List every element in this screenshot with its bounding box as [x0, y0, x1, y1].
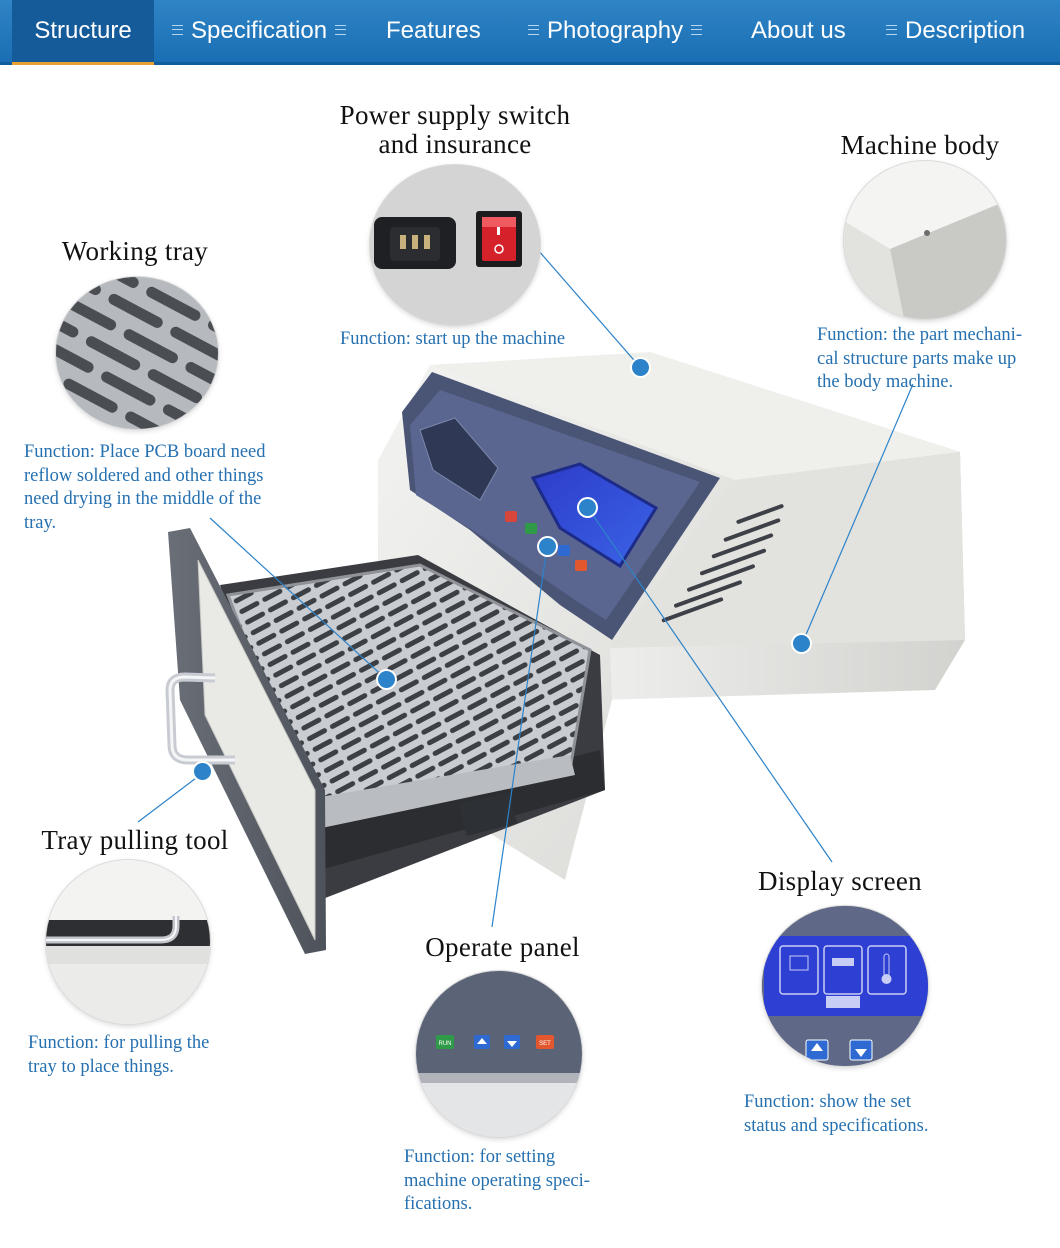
caption-line: machine operating speci- — [404, 1170, 590, 1191]
caption-line: Function: for pulling the — [28, 1033, 210, 1053]
pointer-dot-operate — [539, 538, 556, 555]
pointer-dot-pulling — [194, 763, 211, 780]
set-button-icon — [536, 1035, 554, 1049]
operate-panel-closeup: RUN SET — [416, 971, 582, 1137]
operate-panel-heading: Operate panel — [395, 933, 610, 962]
tray-pulling-heading: Tray pulling tool — [20, 826, 250, 855]
power-supply-heading: Power supply switch and insurance — [300, 101, 610, 159]
caption-line: fications. — [404, 1194, 473, 1214]
menu-icon — [886, 25, 897, 36]
operate-panel-caption: Function: for setting machine operating … — [404, 1146, 590, 1217]
working-tray-closeup — [56, 277, 218, 429]
heading-line: Working tray — [61, 236, 209, 266]
pointer-lines — [137, 249, 914, 928]
tab-features[interactable]: Features — [386, 17, 481, 44]
caption-line: status and specifications. — [744, 1115, 929, 1136]
working-tray-caption: Function: Place PCB board need reflow so… — [24, 441, 266, 535]
machine-top-lid — [430, 352, 960, 480]
pointer-dot-display — [579, 499, 596, 516]
vent-grille — [661, 504, 784, 623]
heading-line: and insurance — [378, 129, 532, 159]
heading-line: Machine body — [840, 130, 1000, 160]
tab-specification[interactable]: Specification — [172, 0, 347, 62]
heading-line: Power supply switch — [339, 100, 571, 130]
machine-body-closeup — [844, 161, 1006, 319]
tab-photography[interactable]: Photography — [528, 0, 703, 62]
tab-about-us[interactable]: About us — [751, 17, 846, 44]
caption-line: reflow soldered and other things — [24, 465, 264, 486]
machine-body-caption: Function: the part mechani- cal structur… — [817, 324, 1022, 395]
display-screen-closeup — [762, 906, 928, 1066]
display-screen — [530, 462, 659, 569]
caption-line: cal structure parts make up — [817, 348, 1017, 369]
menu-icon — [528, 25, 539, 36]
caption-line: Function: for setting — [404, 1147, 556, 1167]
run-button-icon — [436, 1035, 454, 1049]
caption-line: Function: show the set — [744, 1092, 912, 1112]
tab-structure[interactable]: Structure — [12, 0, 154, 65]
caption-line: Function: the part mechani- — [817, 325, 1022, 345]
screw-icon — [924, 230, 930, 236]
working-tray-heading: Working tray — [30, 237, 240, 266]
caption-line: need drying in the middle of the — [24, 489, 262, 509]
caption-line: Function: Place PCB board need — [24, 442, 266, 462]
top-nav: Structure Specification Features Photogr… — [0, 0, 1060, 65]
pointer-dot-body — [793, 635, 810, 652]
power-caption: Function: start up the machine — [340, 329, 566, 349]
display-screen-caption: Function: show the set status and specif… — [744, 1091, 928, 1138]
run-button-label: RUN — [439, 1041, 452, 1047]
menu-icon — [691, 25, 703, 36]
caption-line: the body machine. — [817, 372, 954, 392]
power-switch-closeup — [370, 165, 540, 325]
tray-pulling-closeup — [46, 860, 210, 1024]
pointer-dot-tray — [378, 671, 395, 688]
display-screen-heading: Display screen — [730, 867, 950, 896]
menu-icon — [335, 25, 347, 36]
set-button-label: SET — [539, 1041, 551, 1047]
machine-body-heading: Machine body — [800, 131, 1040, 160]
heading-line: Tray pulling tool — [41, 825, 229, 855]
tray-pulling-caption: Function: for pulling the tray to place … — [28, 1032, 209, 1079]
caption-line: tray. — [24, 512, 57, 533]
heading-line: Display screen — [758, 866, 922, 896]
pointer-dot-power — [632, 359, 649, 376]
production-icon — [823, 945, 863, 995]
preset-icon — [779, 945, 819, 995]
caption-line: tray to place things. — [28, 1056, 174, 1077]
thermometer-icon — [867, 945, 907, 995]
heading-line: Operate panel — [425, 932, 580, 962]
tab-description[interactable]: Description — [886, 0, 1025, 62]
menu-icon — [172, 25, 183, 36]
